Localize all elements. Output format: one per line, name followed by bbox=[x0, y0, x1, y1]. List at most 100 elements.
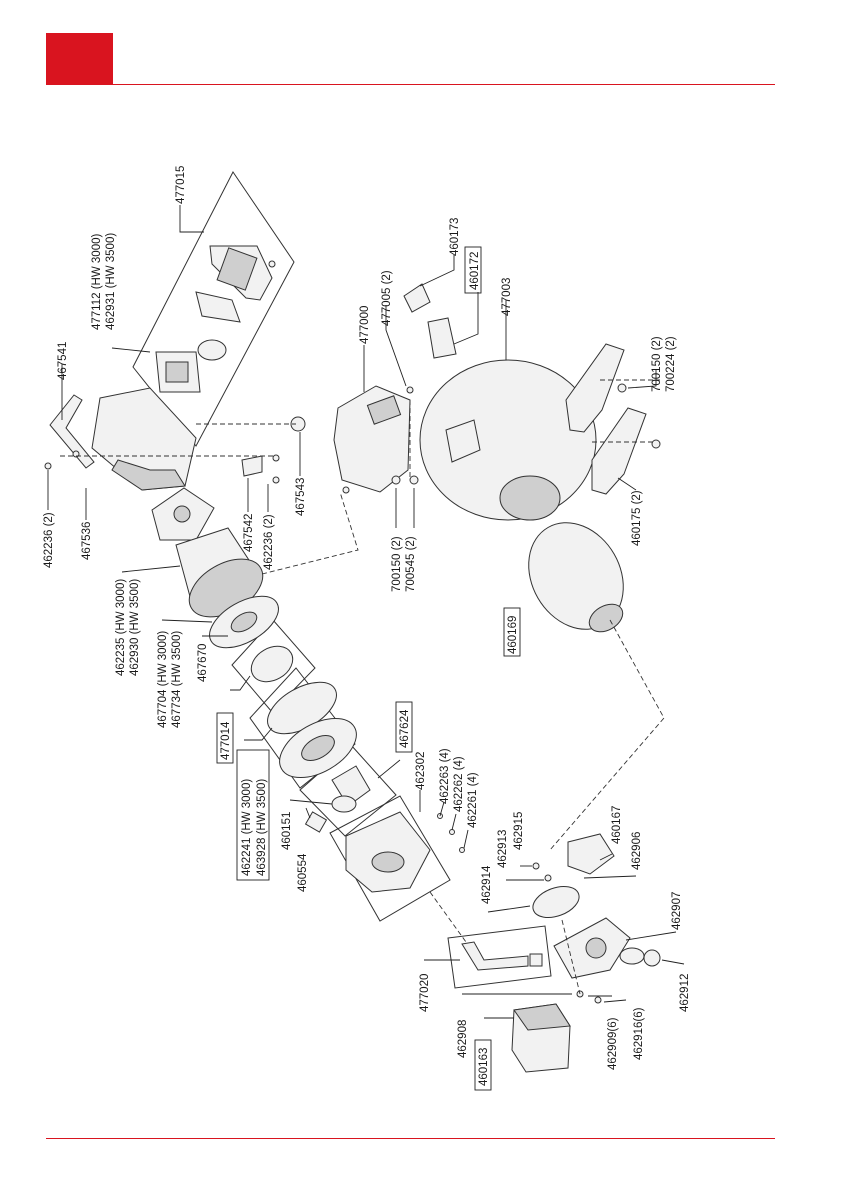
label-477014: 477014 bbox=[220, 721, 232, 760]
label-460172: 460172 bbox=[469, 252, 481, 290]
group-frame-477015 bbox=[132, 171, 295, 447]
part-plate bbox=[195, 291, 241, 323]
label-462263: 462263 (4) bbox=[439, 748, 451, 804]
leader-462241 bbox=[244, 727, 273, 741]
leader-460554 bbox=[305, 807, 311, 819]
part-bolt-700545 bbox=[409, 475, 419, 485]
part-screw-b bbox=[44, 462, 52, 470]
label-462241: 462241 (HW 3000) bbox=[241, 779, 253, 876]
label-462236b: 462236 (2) bbox=[263, 514, 275, 570]
part-terminal-467542 bbox=[241, 455, 263, 477]
label-477000: 477000 bbox=[359, 306, 371, 344]
part-plate-462914 bbox=[532, 885, 580, 919]
part-membrane-460169 bbox=[528, 522, 624, 630]
part-cover-inner bbox=[216, 247, 258, 291]
label-462262: 462262 (4) bbox=[453, 756, 465, 812]
label-462931: 462931 (HW 3500) bbox=[105, 233, 117, 330]
label-460554: 460554 bbox=[297, 853, 309, 892]
label-477015: 477015 bbox=[175, 166, 187, 204]
part-vessel-477003 bbox=[419, 359, 597, 521]
leader-462235 bbox=[121, 565, 181, 573]
label-467624: 467624 bbox=[399, 709, 411, 748]
part-hose bbox=[461, 941, 529, 971]
header-rule bbox=[113, 84, 775, 85]
part-vessel-clip bbox=[445, 419, 481, 463]
part-cap-462912 bbox=[643, 949, 661, 967]
label-462916: 462916(6) bbox=[633, 1007, 645, 1060]
label-462906: 462906 bbox=[631, 832, 643, 870]
part-housing-fins bbox=[111, 459, 186, 491]
leader-462914 bbox=[487, 905, 531, 913]
label-460151: 460151 bbox=[281, 812, 293, 850]
part-screw-462913 bbox=[544, 874, 552, 882]
group-frame-477020 bbox=[447, 925, 552, 989]
part-stage-hub bbox=[301, 735, 335, 761]
leader-462263 bbox=[439, 801, 445, 817]
part-screw-c bbox=[72, 450, 80, 458]
label-467543: 467543 bbox=[295, 478, 307, 516]
part-capacitor bbox=[197, 339, 227, 361]
part-screw-g bbox=[449, 829, 455, 835]
part-screw-462915 bbox=[532, 862, 540, 870]
label-477003: 477003 bbox=[501, 278, 513, 316]
part-controller-panel bbox=[366, 395, 402, 425]
label-462261: 462261 (4) bbox=[467, 772, 479, 828]
part-handle-467541 bbox=[49, 394, 95, 469]
label-462907: 462907 bbox=[671, 892, 683, 930]
part-nut-700224 bbox=[651, 439, 661, 449]
label-477020: 477020 bbox=[419, 974, 431, 1012]
label-700150b: 700150 (2) bbox=[651, 336, 663, 392]
label-460173: 460173 bbox=[449, 218, 461, 256]
label-477112: 477112 (HW 3000) bbox=[91, 234, 103, 330]
part-impeller-a bbox=[250, 645, 294, 683]
part-vessel-flange bbox=[499, 475, 561, 521]
label-460167: 460167 bbox=[611, 806, 623, 844]
part-screw-477005a bbox=[406, 386, 414, 394]
part-flange-hub bbox=[585, 937, 607, 959]
leader-477014 bbox=[230, 675, 251, 691]
leader-477015 bbox=[179, 205, 204, 233]
label-462912: 462912 bbox=[679, 974, 691, 1012]
label-462915: 462915 bbox=[513, 812, 525, 850]
part-screw-d bbox=[272, 454, 280, 462]
dash-line-3 bbox=[261, 491, 359, 575]
label-467734: 467734 (HW 3500) bbox=[171, 631, 183, 728]
box-462241 bbox=[236, 749, 270, 881]
part-plug-467543 bbox=[290, 416, 306, 432]
box-460172 bbox=[464, 246, 482, 294]
label-460163: 460163 bbox=[478, 1048, 490, 1086]
leader-460151 bbox=[289, 799, 333, 805]
label-700224: 700224 (2) bbox=[665, 336, 677, 392]
label-462914: 462914 bbox=[481, 865, 493, 904]
group-frame-462241 bbox=[329, 795, 451, 922]
part-box-top bbox=[513, 1003, 571, 1031]
part-membrane-neck bbox=[588, 603, 624, 633]
dash-line-8 bbox=[429, 891, 467, 943]
leader-462261 bbox=[463, 829, 469, 849]
brand-block bbox=[46, 33, 113, 85]
leader-477005 bbox=[385, 305, 407, 387]
label-462913: 462913 bbox=[497, 830, 509, 868]
label-467704: 467704 (HW 3000) bbox=[157, 631, 169, 728]
label-467536: 467536 bbox=[81, 522, 93, 560]
label-462908: 462908 bbox=[457, 1020, 469, 1058]
label-462235: 462235 (HW 3000) bbox=[115, 579, 127, 676]
part-screw-477005b bbox=[342, 486, 350, 494]
label-460175: 460175 (2) bbox=[631, 490, 643, 546]
part-cap-460173 bbox=[403, 283, 431, 313]
leader-462907 bbox=[625, 931, 677, 941]
part-pump-port bbox=[371, 851, 405, 873]
label-463928: 463928 (HW 3500) bbox=[256, 779, 268, 876]
part-fan-hub bbox=[173, 505, 191, 523]
leader-462906 bbox=[583, 875, 637, 879]
part-nut-700150 bbox=[391, 475, 401, 485]
part-screw-462916 bbox=[594, 996, 602, 1004]
part-module-inner bbox=[165, 361, 189, 383]
box-467624 bbox=[395, 701, 413, 753]
label-462236a: 462236 (2) bbox=[43, 512, 55, 568]
footer-rule bbox=[46, 1138, 775, 1139]
part-nut-700150b bbox=[617, 383, 627, 393]
label-462930: 462930 (HW 3500) bbox=[129, 579, 141, 676]
box-460163 bbox=[474, 1039, 492, 1091]
